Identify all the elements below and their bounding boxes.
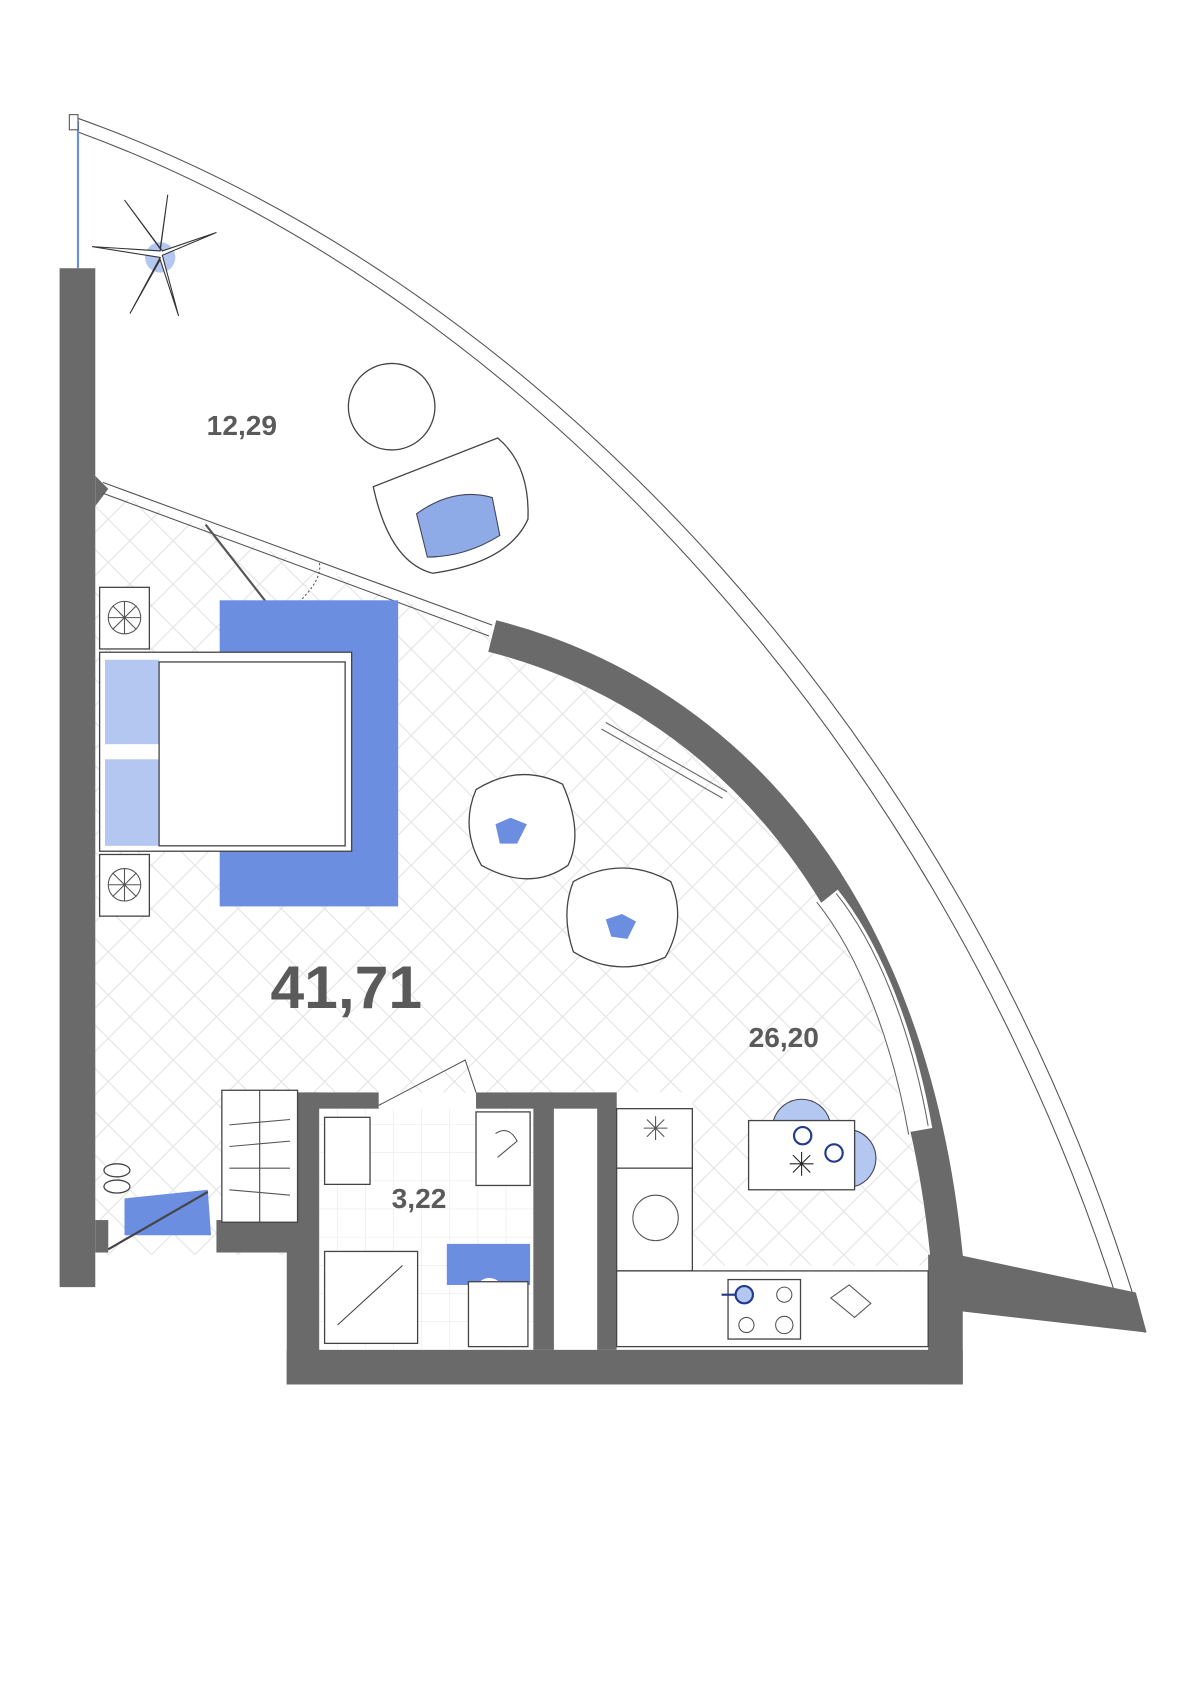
plant-icon [91,194,217,317]
balcony-railing [68,114,1145,1333]
pillow [105,659,160,745]
armchair [372,437,529,574]
window-glazing [601,722,933,1135]
toilet [467,1281,529,1348]
total-area-label: 41,71 [271,953,423,1021]
dining-set [747,1098,877,1191]
blanket [158,661,346,847]
walls [59,268,1147,1385]
balcony-area-label: 12,29 [207,410,277,441]
living-area-label: 26,20 [749,1022,819,1053]
nightstand [98,853,151,917]
pillow [105,759,160,846]
hall-bench [103,1163,212,1251]
bathroom-fixtures [323,1059,531,1348]
beanbag [468,774,576,880]
kitchen [615,1108,929,1348]
shower-tray [323,1250,419,1345]
round-table [347,362,436,451]
nightstand [98,586,151,650]
wardrobe [221,1089,299,1223]
beanbag [566,867,679,968]
bathroom-area-label: 3,22 [392,1183,447,1214]
